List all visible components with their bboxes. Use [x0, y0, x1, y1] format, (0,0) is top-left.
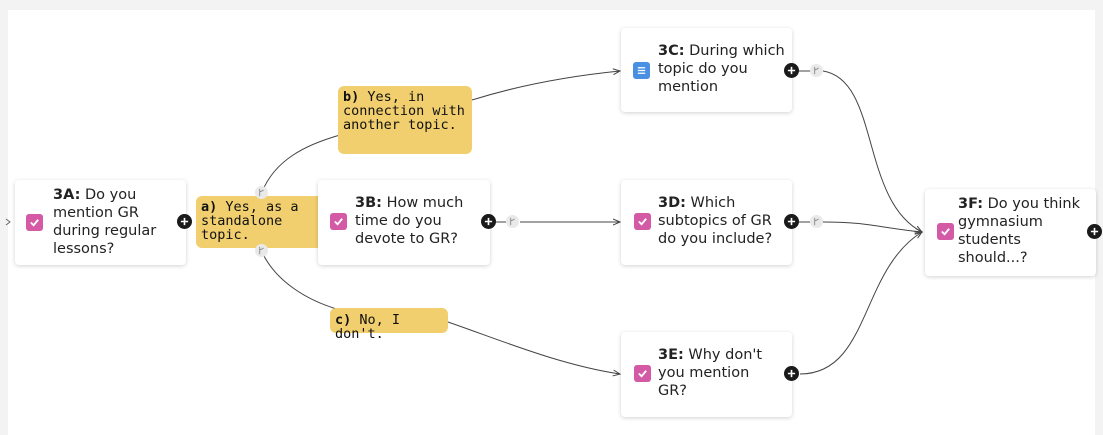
- question-node-3e[interactable]: 3E: Why don't you mention GR?: [621, 332, 792, 417]
- question-node-3d[interactable]: 3D: Which subtopics of GR do you include…: [621, 180, 792, 265]
- node-id: 3A:: [53, 187, 81, 203]
- plus-icon: [484, 217, 493, 226]
- node-id: 3D:: [658, 195, 686, 211]
- branch-icon[interactable]: [255, 244, 268, 257]
- plus-icon: [787, 66, 796, 75]
- node-text: 3B: How much time do you devote to GR?: [355, 194, 485, 248]
- answer-label-c[interactable]: c) No, I don't.: [330, 308, 448, 341]
- question-node-3a[interactable]: 3A: Do you mention GR during regular les…: [15, 180, 186, 265]
- question-node-3f[interactable]: 3F: Do you think gymnasium students shou…: [925, 189, 1096, 276]
- answer-text: Yes, as a standalone topic.: [201, 199, 299, 243]
- node-text: 3F: Do you think gymnasium students shou…: [958, 195, 1088, 267]
- node-text: 3D: Which subtopics of GR do you include…: [658, 194, 788, 248]
- checkbox-icon: [634, 213, 651, 230]
- answer-letter: c): [335, 312, 352, 328]
- add-node-button[interactable]: [177, 214, 192, 229]
- checkbox-icon: [937, 223, 954, 240]
- add-node-button[interactable]: [784, 366, 799, 381]
- answer-label-a[interactable]: a) Yes, as a standalone topic.: [196, 196, 325, 248]
- input-handle-icon: [5, 218, 11, 226]
- branch-icon[interactable]: [810, 215, 823, 228]
- add-node-button[interactable]: [1087, 224, 1102, 239]
- plus-icon: [1090, 227, 1099, 236]
- branch-icon[interactable]: [810, 64, 823, 77]
- plus-icon: [180, 217, 189, 226]
- node-text: 3C: During which topic do you mention: [658, 42, 788, 96]
- checkbox-icon: [634, 365, 651, 382]
- question-node-3c[interactable]: 3C: During which topic do you mention: [621, 28, 792, 112]
- node-id: 3C:: [658, 43, 685, 59]
- checkbox-icon: [330, 213, 347, 230]
- node-question: Which subtopics of GR do you include?: [658, 195, 773, 247]
- node-question: Why don't you mention GR?: [658, 347, 763, 399]
- node-question: How much time do you devote to GR?: [355, 195, 464, 247]
- answer-letter: a): [201, 199, 218, 215]
- node-id: 3F:: [958, 196, 983, 212]
- question-node-3b[interactable]: 3B: How much time do you devote to GR?: [318, 180, 490, 265]
- node-question: During which topic do you mention: [658, 43, 785, 95]
- node-id: 3E:: [658, 347, 684, 363]
- answer-text: No, I don't.: [335, 312, 401, 342]
- branch-icon[interactable]: [506, 215, 519, 228]
- multi-choice-icon: [633, 62, 650, 79]
- node-text: 3A: Do you mention GR during regular les…: [53, 186, 178, 258]
- node-text: 3E: Why don't you mention GR?: [658, 346, 768, 400]
- answer-text: Yes, in connection with another topic.: [343, 89, 465, 133]
- node-question: Do you think gymnasium students should..…: [958, 196, 1080, 266]
- plus-icon: [787, 369, 796, 378]
- answer-label-b[interactable]: b) Yes, in connection with another topic…: [338, 86, 472, 154]
- add-node-button[interactable]: [481, 214, 496, 229]
- checkbox-icon: [26, 214, 43, 231]
- plus-icon: [787, 217, 796, 226]
- add-node-button[interactable]: [784, 214, 799, 229]
- branch-icon[interactable]: [255, 186, 268, 199]
- node-id: 3B:: [355, 195, 382, 211]
- node-question: Do you mention GR during regular lessons…: [53, 187, 157, 257]
- answer-letter: b): [343, 89, 360, 105]
- add-node-button[interactable]: [784, 63, 799, 78]
